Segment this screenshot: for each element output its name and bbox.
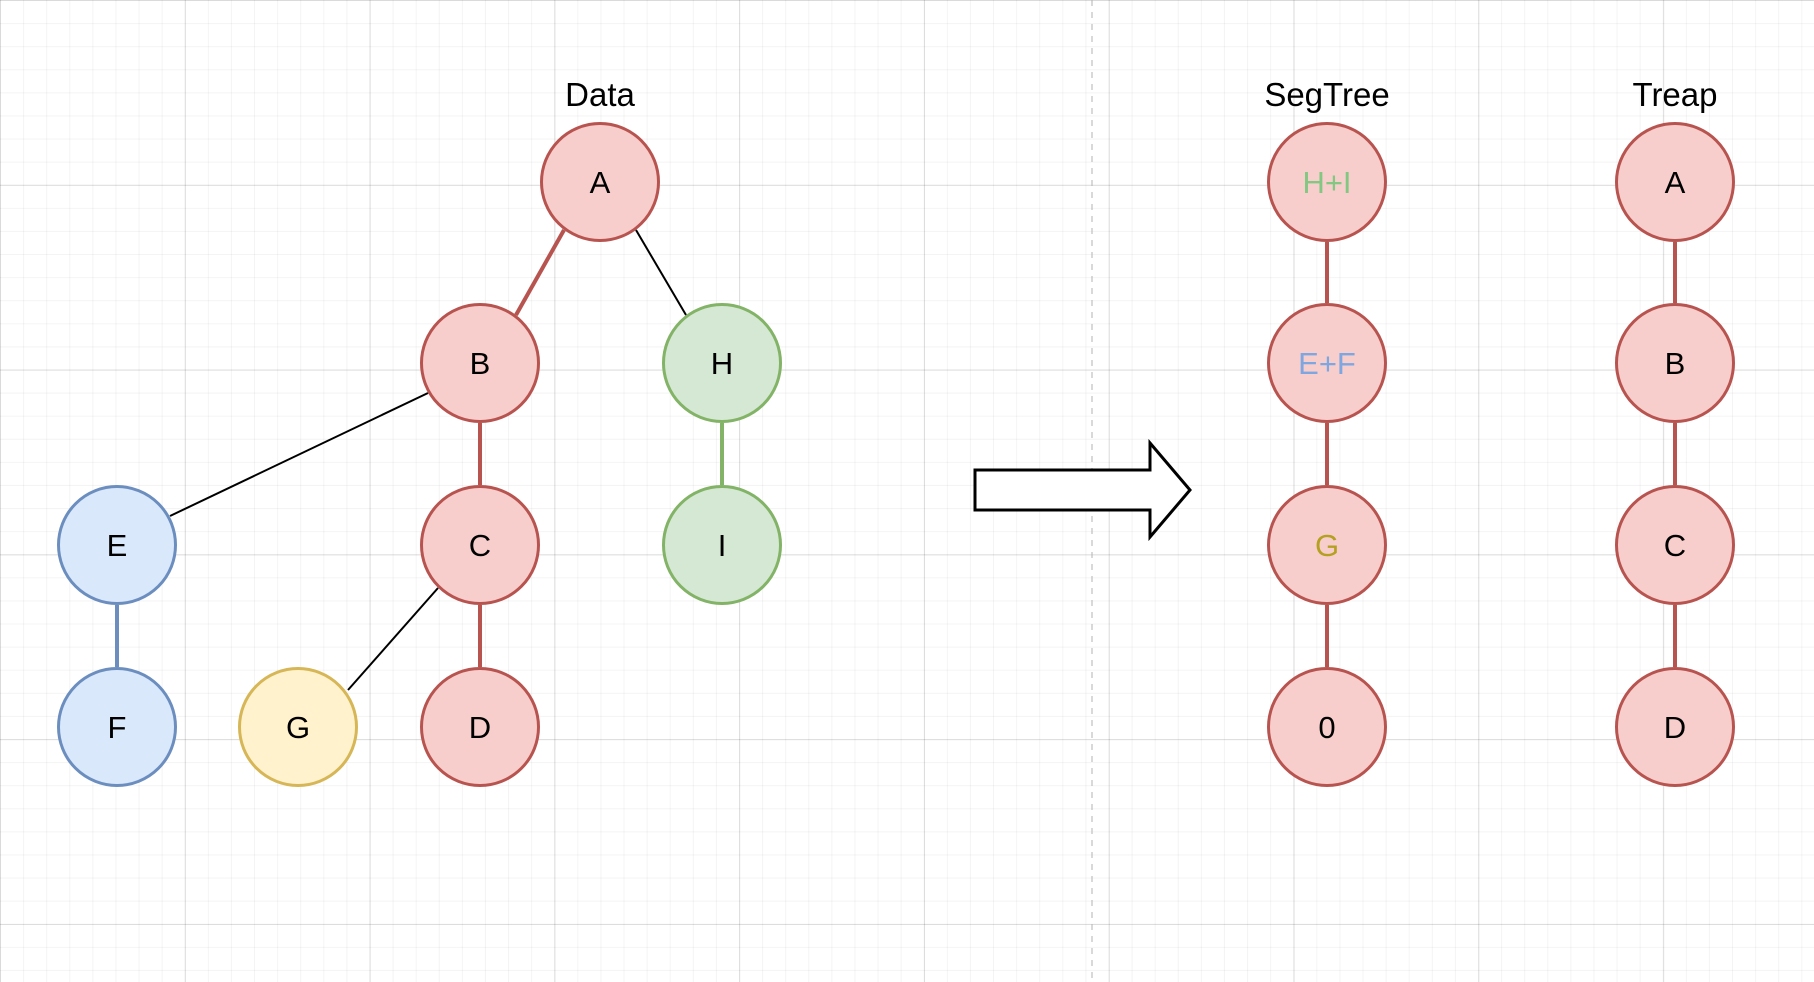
node-data-g[interactable]: G xyxy=(238,667,358,787)
node-data-c[interactable]: C xyxy=(420,485,540,605)
node-label: E+F xyxy=(1298,345,1356,381)
transform-arrow[interactable] xyxy=(973,438,1192,542)
node-label: C xyxy=(468,527,492,563)
group-title-treap: Treap xyxy=(1632,76,1718,113)
edge-b-e[interactable] xyxy=(169,392,429,517)
node-data-i[interactable]: I xyxy=(662,485,782,605)
node-label: B xyxy=(469,345,491,381)
node-label: D xyxy=(1663,709,1687,745)
node-label: H xyxy=(710,345,734,381)
node-treap-a[interactable]: A xyxy=(1615,122,1735,242)
node-label: A xyxy=(589,164,611,200)
node-seg-0[interactable]: 0 xyxy=(1267,667,1387,787)
edge-group xyxy=(115,229,1677,691)
edge-a-b[interactable] xyxy=(514,229,566,316)
node-label: C xyxy=(1663,527,1687,563)
node-treap-b[interactable]: B xyxy=(1615,303,1735,423)
node-data-f[interactable]: F xyxy=(57,667,177,787)
node-seg-ef[interactable]: E+F xyxy=(1267,303,1387,423)
node-seg-hi[interactable]: H+I xyxy=(1267,122,1387,242)
node-data-b[interactable]: B xyxy=(420,303,540,423)
node-label: H+I xyxy=(1302,164,1352,200)
node-treap-c[interactable]: C xyxy=(1615,485,1735,605)
node-label: B xyxy=(1664,345,1686,381)
transform-arrow-group xyxy=(973,438,1192,542)
node-label: 0 xyxy=(1318,709,1336,745)
node-label: F xyxy=(107,709,127,745)
node-data-h[interactable]: H xyxy=(662,303,782,423)
node-label: G xyxy=(1314,527,1340,563)
group-title-data: Data xyxy=(565,76,635,113)
node-label: A xyxy=(1664,164,1686,200)
node-label: I xyxy=(717,527,727,563)
edge-c-g[interactable] xyxy=(347,587,439,691)
node-label: G xyxy=(285,709,311,745)
group-title-segtree: SegTree xyxy=(1264,76,1390,113)
node-data-d[interactable]: D xyxy=(420,667,540,787)
node-treap-d[interactable]: D xyxy=(1615,667,1735,787)
node-data-a[interactable]: A xyxy=(540,122,660,242)
node-data-e[interactable]: E xyxy=(57,485,177,605)
edge-a-h[interactable] xyxy=(635,229,687,316)
node-label: D xyxy=(468,709,492,745)
node-label: E xyxy=(106,527,128,563)
node-seg-g[interactable]: G xyxy=(1267,485,1387,605)
